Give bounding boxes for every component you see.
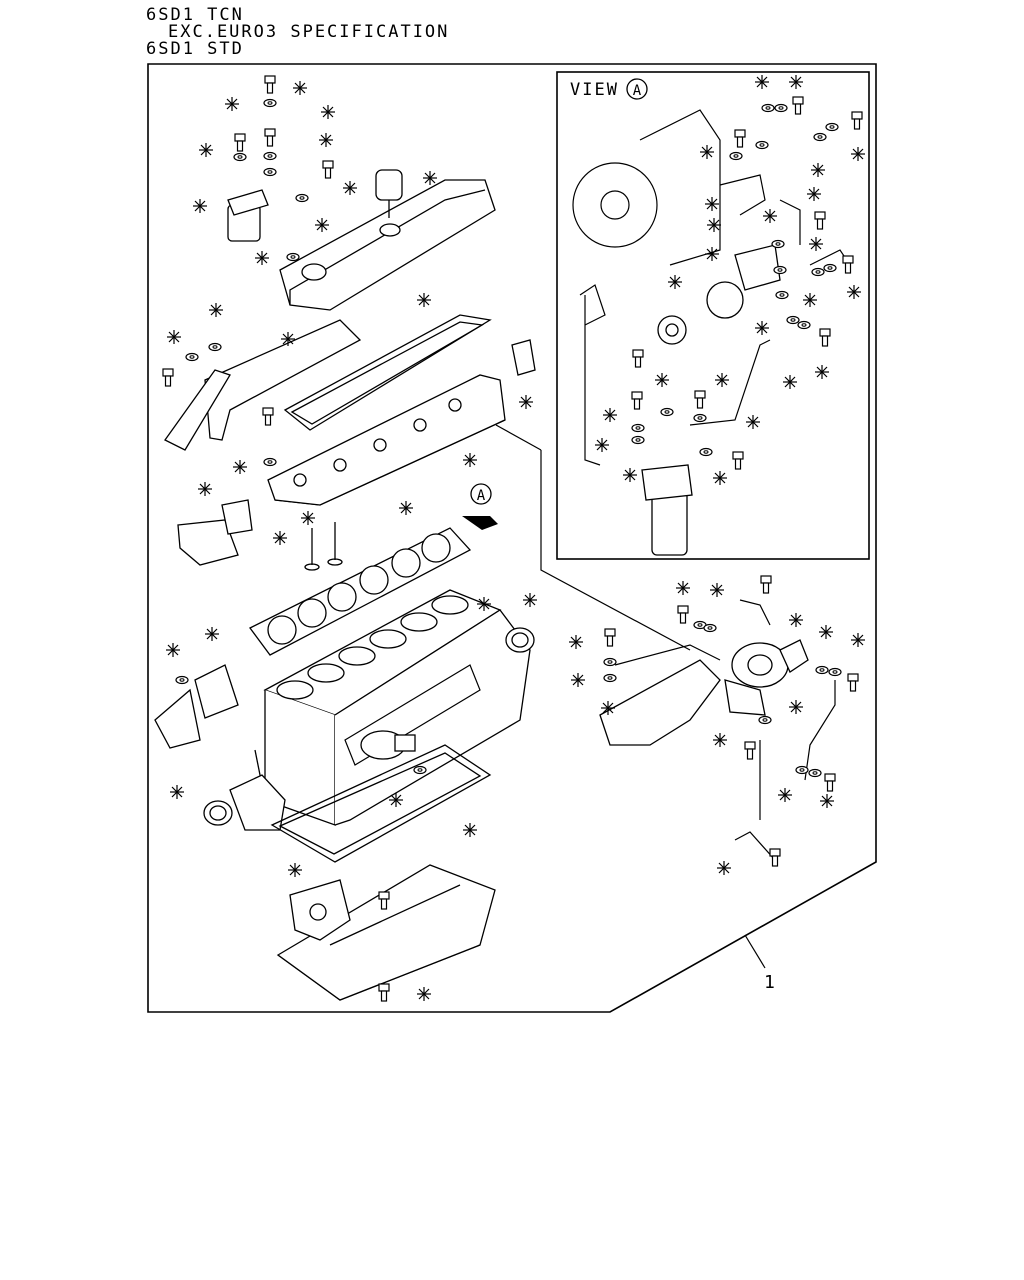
exhaust-manifold	[599, 659, 721, 746]
oil-cooler	[360, 730, 416, 760]
callout-number: 1	[764, 972, 775, 993]
header-line-1: 6SD1 TCN	[146, 5, 244, 25]
breather	[375, 169, 403, 218]
fasteners	[162, 75, 863, 1002]
callout-leader	[744, 934, 766, 969]
head-gasket	[249, 527, 472, 656]
intake-manifold	[164, 319, 362, 451]
header-line-2: EXC.EURO3 SPECIFICATION	[168, 22, 450, 42]
oil-pump	[289, 879, 351, 941]
inset-lines	[584, 174, 851, 466]
front-seal	[203, 627, 535, 826]
view-label: VIEW	[570, 80, 619, 100]
cylinder-head	[267, 374, 506, 506]
timing-plate	[194, 664, 286, 831]
turbo-oil-lines	[614, 599, 836, 861]
kit-outline-frame	[147, 63, 877, 1013]
side-cover-gasket	[344, 664, 481, 766]
oil-pan	[276, 864, 496, 1001]
water-pump	[154, 688, 201, 749]
view-letter: A	[633, 83, 642, 99]
arrow-marker-circle	[470, 483, 492, 505]
view-letter-circle	[626, 78, 648, 100]
thermostat-housing	[177, 339, 536, 566]
inset-filter	[641, 464, 693, 556]
header-line-3: 6SD1 STD	[146, 39, 244, 59]
oil-filter	[227, 189, 269, 242]
inset-leader-line	[540, 450, 691, 651]
view-a-inset-box	[556, 71, 870, 560]
oil-pan-gasket	[270, 744, 492, 863]
asterisk-kit-mark-icon	[165, 74, 866, 1002]
valves	[304, 522, 343, 571]
inset-air-compressor	[657, 244, 781, 345]
arrow-marker-letter: A	[477, 488, 486, 504]
inset-flywheel-housing	[572, 109, 721, 326]
turbocharger	[724, 639, 809, 716]
rocker-cover	[279, 179, 496, 311]
view-arrow-icon	[462, 516, 498, 530]
rocker-gasket	[283, 314, 492, 431]
